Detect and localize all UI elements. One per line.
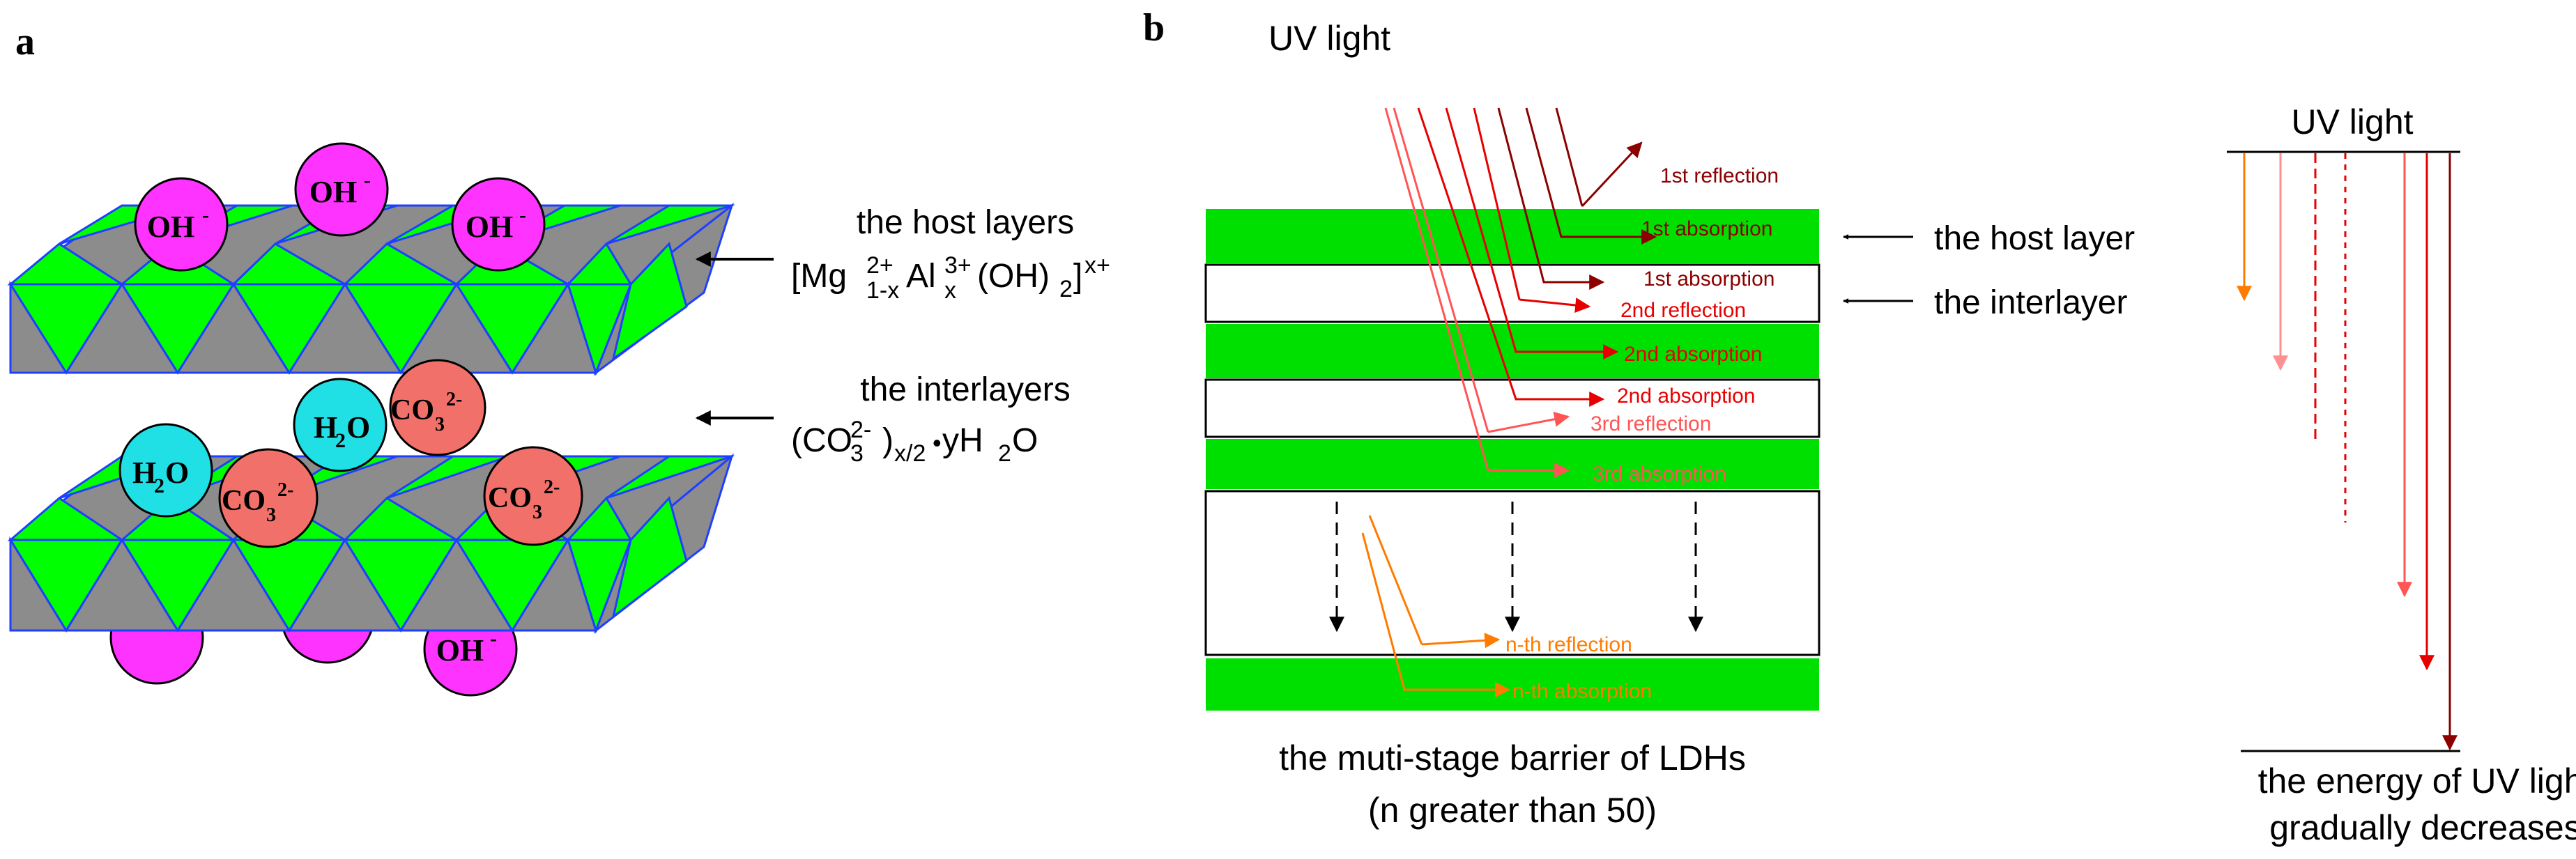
label-reflection-n: n-th reflection [1505,633,1632,656]
svg-text:OH: OH [436,633,484,667]
absorption-1b-ray [1497,107,1605,290]
svg-text:O: O [346,410,370,444]
absorption-2a-ray [1445,107,1619,359]
label-reflection-3: 3rd reflection [1590,412,1711,435]
svg-text:OH: OH [466,210,513,244]
absorption-1a-ray [1525,107,1657,245]
host-layer-2 [1206,324,1819,378]
svg-text:2-: 2- [446,389,462,410]
reflection-1-arrow [1581,141,1643,208]
svg-text:OH: OH [147,210,194,244]
interlayers-formula: (CO 2- 3 ) x/2 • yH 2 O [791,408,1038,469]
svg-text:O: O [165,456,189,490]
energy-caption-line1: the energy of UV light [2258,761,2576,800]
oh-ion-top-2: OH - [294,142,389,237]
energy-caption-line2: gradually decreases [2269,808,2576,847]
svg-text:3: 3 [532,502,542,523]
svg-text:2: 2 [154,474,164,497]
energy-arrows [2237,153,2458,751]
svg-text:the host layer: the host layer [1934,220,2135,257]
energy-uv-light-label: UV light [2291,102,2413,141]
host-layer-n [1206,658,1819,711]
svg-text:CO: CO [390,394,434,426]
nth-reflected-ray [1368,515,1423,645]
label-reflection-1: 1st reflection [1660,164,1779,187]
top-host-layer [7,202,735,376]
uv-light-label: UV light [1268,19,1390,58]
label-absorption-n: n-th absorption [1512,680,1652,703]
panel-b-label: b [1143,6,1165,49]
ray-reflected-2 [1473,107,1521,300]
co3-ion-3: CO 3 2- [483,446,583,546]
label-absorption-2a: 2nd absorption [1624,343,1763,366]
label-reflection-2: 2nd reflection [1620,299,1746,322]
host-layers-annotation: the host layers [Mg 2+ 1-x Al 3+ x (OH) … [695,204,1110,306]
svg-text:2-: 2- [277,479,293,501]
svg-text:H: H [314,410,337,444]
ray-reflected-3 [1393,107,1489,433]
bottom-layer-front-triangles [8,453,734,634]
interlayers-annotation: the interlayers (CO 2- 3 ) x/2 • yH 2 O [695,371,1071,469]
nth-absorption-arrow [1361,532,1511,697]
reflection-2-arrow [1519,297,1591,313]
absorption-2b-ray [1417,107,1605,407]
barrier-caption-line2: (n greater than 50) [1368,791,1657,830]
host-layers-formula: [Mg 2+ 1-x Al 3+ x (OH) 2 ] x+ [791,244,1110,306]
oh-ion-top-1: OH - [134,177,229,272]
host-layer-pointer: the host layer [1843,220,2135,257]
co3-ion-2: CO 3 2- [218,448,319,548]
host-layers-title: the host layers [857,204,1074,241]
panel-a-label: a [15,20,35,63]
incident-rays [1384,107,1657,478]
ray-reflected-1 [1555,107,1584,207]
top-layer-front-triangles [8,202,734,376]
svg-text:CO: CO [488,482,532,514]
h2o-molecule-1: H 2 O [293,378,388,472]
h2o-molecule-2: H 2 O [118,423,213,518]
svg-text:-: - [202,203,209,226]
bottom-host-layer [7,453,735,634]
interlayers-title: the interlayers [860,371,1070,408]
label-absorption-1b: 1st absorption [1643,268,1774,291]
barrier-caption-line1: the muti-stage barrier of LDHs [1279,738,1746,777]
absorption-3-ray [1384,107,1570,478]
nth-reflection-arrow [1421,633,1501,649]
host-layer-1 [1206,209,1819,263]
label-absorption-2b: 2nd absorption [1617,385,1756,408]
svg-text:3: 3 [266,504,276,526]
svg-text:OH: OH [309,175,357,209]
svg-text:3: 3 [435,414,445,435]
svg-text:H: H [132,456,156,490]
svg-text:the interlayer: the interlayer [1934,284,2127,321]
label-absorption-3: 3rd absorption [1593,463,1726,486]
label-absorption-1a: 1st absorption [1641,217,1772,240]
svg-text:-: - [519,203,526,226]
reflection-3-arrow [1487,411,1570,433]
interlayer-pointer: the interlayer [1843,284,2127,321]
svg-text:CO: CO [222,485,266,517]
host-layer-3 [1206,439,1819,489]
dashed-propagation-arrows [1329,502,1703,633]
svg-text:-: - [490,627,497,650]
svg-text:2: 2 [335,429,346,452]
svg-text:-: - [364,169,371,192]
svg-text:2-: 2- [544,477,560,498]
oh-ion-top-3: OH - [451,177,546,272]
co3-ion-1: CO 3 2- [389,359,486,456]
nth-stage-rays [1361,515,1511,697]
